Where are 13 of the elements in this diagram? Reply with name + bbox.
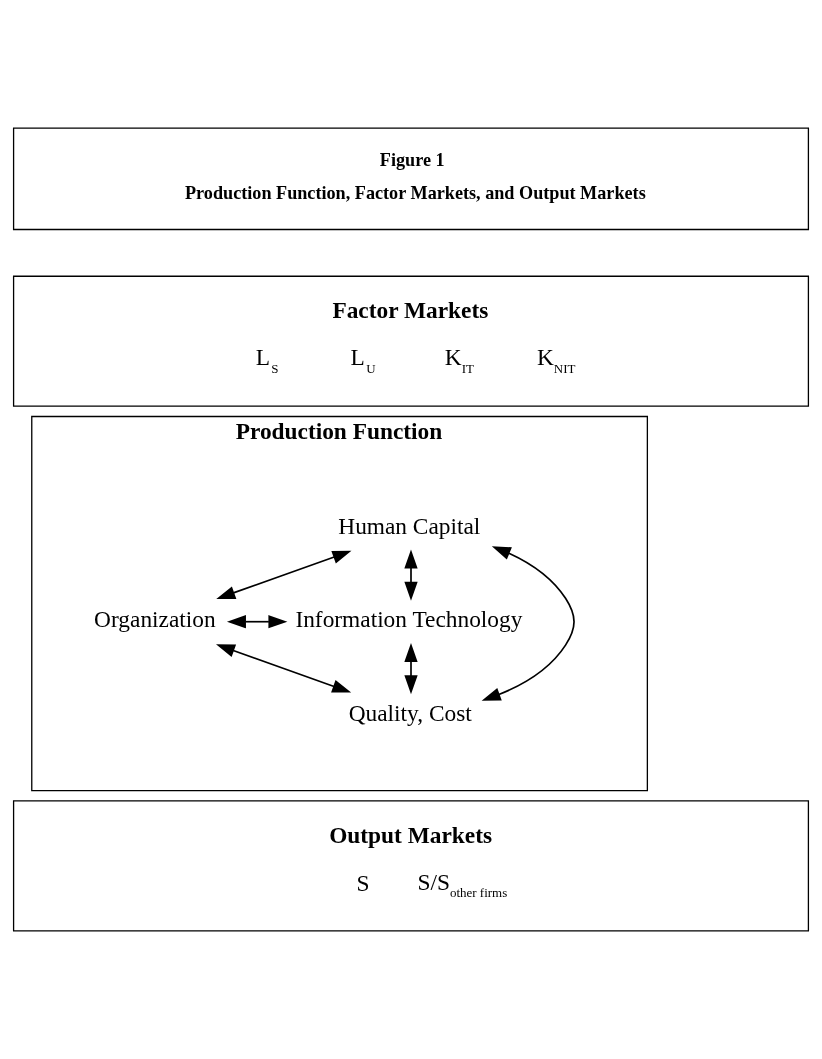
arrow [404,549,418,601]
arrow [404,642,418,695]
node-text: Quality, Cost [348,699,472,726]
arrow [216,644,352,693]
node-box: Output Markets S S/S$_{other firms}$ [12,800,810,932]
node-text: Information Technology [295,606,523,633]
arrow [216,550,352,600]
arrow [226,615,288,629]
node-text: Organization [94,606,216,633]
node-box: Factor Markets L$_{S}$ L$_{U}$ K$_{IT}$ K$_{NIT}$ [12,275,810,407]
arrow [481,546,575,701]
node-text: Human Capital [338,512,481,539]
node-box: Figure 1 Production Function, Factor Markets, and Output Markets [12,127,810,231]
